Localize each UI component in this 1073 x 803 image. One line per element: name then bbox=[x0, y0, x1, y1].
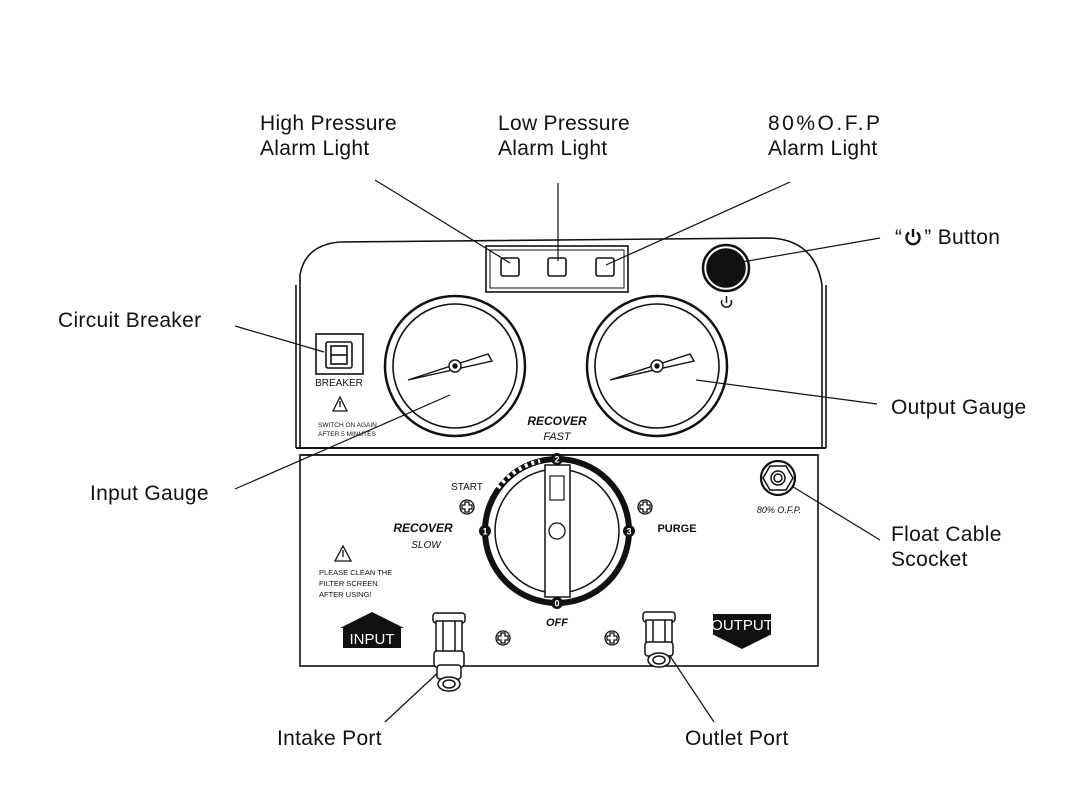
svg-text:INPUT: INPUT bbox=[350, 631, 395, 648]
power-button bbox=[701, 243, 751, 293]
dial-position-3: 3 bbox=[626, 527, 631, 537]
upper-housing-outline bbox=[299, 237, 823, 449]
outlet-port[interactable] bbox=[642, 611, 676, 668]
filter-warning-line3: AFTER USING! bbox=[319, 590, 372, 599]
recover-slow-label: RECOVER bbox=[393, 521, 453, 535]
screw-cross-icon bbox=[495, 630, 511, 646]
intake-port[interactable] bbox=[432, 612, 466, 692]
circuit-breaker-label: Circuit Breaker bbox=[58, 309, 202, 332]
outlet-port-label: Outlet Port bbox=[685, 727, 789, 750]
screw-cross-icon bbox=[604, 630, 620, 646]
high-pressure-alarm-light bbox=[500, 257, 520, 277]
dial-position-2: 2 bbox=[554, 455, 559, 465]
power-icon bbox=[905, 229, 921, 246]
output-arrow-badge: OUTPUT bbox=[711, 614, 773, 649]
dial-position-0: 0 bbox=[554, 599, 559, 609]
mode-selector-dial[interactable]: 2 1 3 0 bbox=[479, 453, 635, 609]
warning-triangle-icon bbox=[331, 395, 349, 412]
circuit-breaker bbox=[315, 333, 364, 375]
breaker-warning-line2: AFTER 5 MINUTES bbox=[318, 431, 376, 438]
float-cable-socket[interactable] bbox=[759, 459, 797, 497]
high-pressure-alarm-label: High Pressure Alarm Light bbox=[260, 112, 397, 160]
output-gauge-label: Output Gauge bbox=[891, 396, 1027, 419]
recover-fast-sub: FAST bbox=[543, 431, 572, 443]
filter-warning-line2: FILTER SCREEN bbox=[319, 579, 378, 588]
breaker-warning-line1: SWITCH ON AGAIN bbox=[318, 422, 377, 429]
low-pressure-alarm-light bbox=[547, 257, 567, 277]
intake-port-label: Intake Port bbox=[277, 727, 382, 750]
ofp-socket-label: 80% O.F.P. bbox=[757, 505, 801, 515]
output-gauge bbox=[585, 294, 729, 438]
filter-warning-line1: PLEASE CLEAN THE bbox=[319, 568, 392, 577]
ofp-alarm-label: 80%O.F.P Alarm Light bbox=[768, 112, 883, 160]
input-gauge bbox=[383, 294, 527, 438]
screw-cross-icon bbox=[459, 499, 475, 515]
alarm-light-housing bbox=[485, 245, 629, 293]
recover-slow-sub: SLOW bbox=[411, 540, 442, 551]
start-label: START bbox=[451, 482, 483, 493]
input-gauge-label: Input Gauge bbox=[90, 482, 209, 505]
power-button-label: “” Button bbox=[895, 226, 1001, 249]
off-label: OFF bbox=[546, 617, 568, 629]
svg-text:OUTPUT: OUTPUT bbox=[711, 617, 773, 634]
warning-triangle-icon bbox=[333, 544, 353, 562]
breaker-label: BREAKER bbox=[315, 378, 363, 389]
output-gauge-needle bbox=[609, 353, 696, 381]
purge-label: PURGE bbox=[657, 523, 696, 535]
ofp-alarm-light bbox=[595, 257, 615, 277]
input-arrow-badge: INPUT bbox=[340, 612, 404, 648]
dial-position-1: 1 bbox=[482, 527, 487, 537]
float-cable-socket-label: Float Cable Scocket bbox=[891, 523, 1002, 571]
recover-fast-label: RECOVER bbox=[527, 414, 587, 428]
input-gauge-needle bbox=[407, 353, 494, 381]
low-pressure-alarm-label: Low Pressure Alarm Light bbox=[498, 112, 630, 160]
screw-cross-icon bbox=[637, 499, 653, 515]
